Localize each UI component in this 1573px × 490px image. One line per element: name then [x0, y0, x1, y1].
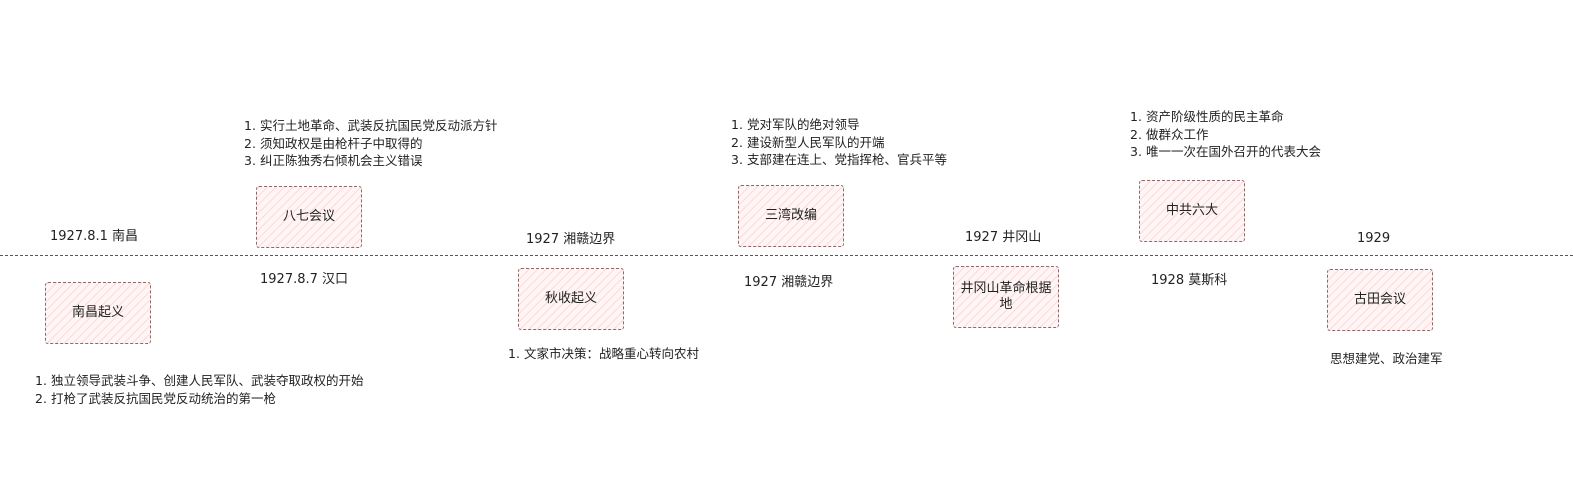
- event-notes-nanchang: 1.独立领导武装斗争、创建人民军队、武装夺取政权的开始 2.打枪了武装反抗国民党…: [35, 372, 364, 407]
- event-notes-qiushou: 1.文家市决策：战略重心转向农村: [508, 345, 699, 363]
- event-date-qiushou: 1927 湘赣边界: [526, 232, 616, 247]
- event-box-gutian[interactable]: 古田会议: [1327, 269, 1433, 331]
- event-title-liuda: 中共六大: [1165, 203, 1218, 218]
- event-notes-sanwan: 1.党对军队的绝对领导 2.建设新型人民军队的开端 3.支部建在连上、党指挥枪、…: [731, 116, 947, 169]
- event-date-baqi: 1927.8.7 汉口: [260, 272, 349, 287]
- event-date-jinggangshan: 1927 井冈山: [965, 230, 1042, 245]
- note-item: 2.做群众工作: [1130, 126, 1209, 142]
- note-item: 2.须知政权是由枪杆子中取得的: [244, 135, 423, 151]
- event-title-gutian: 古田会议: [1353, 292, 1406, 307]
- timeline-axis: [0, 255, 1573, 256]
- event-box-baqi[interactable]: 八七会议: [256, 186, 362, 248]
- event-note-gutian: 思想建党、政治建军: [1330, 351, 1443, 366]
- event-date-gutian: 1929: [1357, 231, 1391, 246]
- event-title-sanwan: 三湾改编: [764, 208, 817, 223]
- note-item: 3.唯一一次在国外召开的代表大会: [1130, 144, 1322, 159]
- event-date-sanwan: 1927 湘赣边界: [744, 275, 834, 290]
- event-title-jinggangshan: 井冈山革命根据地: [960, 281, 1052, 312]
- event-title-baqi: 八七会议: [282, 209, 335, 224]
- event-box-sanwan[interactable]: 三湾改编: [738, 185, 844, 247]
- note-item: 2.打枪了武装反抗国民党反动统治的第一枪: [35, 390, 277, 406]
- event-box-liuda[interactable]: 中共六大: [1139, 180, 1245, 242]
- event-date-liuda: 1928 莫斯科: [1151, 273, 1228, 288]
- note-item: 1.党对军队的绝对领导: [731, 117, 860, 132]
- event-notes-baqi: 1.实行土地革命、武装反抗国民党反动派方针 2.须知政权是由枪杆子中取得的 3.…: [244, 117, 498, 170]
- event-notes-liuda: 1.资产阶级性质的民主革命 2.做群众工作 3.唯一一次在国外召开的代表大会: [1130, 108, 1321, 161]
- event-box-jinggangshan[interactable]: 井冈山革命根据地: [953, 266, 1059, 328]
- event-box-qiushou[interactable]: 秋收起义: [518, 268, 624, 330]
- note-item: 3.纠正陈独秀右倾机会主义错误: [244, 153, 423, 168]
- note-item: 1.实行土地革命、武装反抗国民党反动派方针: [244, 118, 498, 133]
- note-item: 3.支部建在连上、党指挥枪、官兵平等: [731, 152, 948, 167]
- event-box-nanchang[interactable]: 南昌起义: [45, 282, 151, 344]
- event-date-nanchang: 1927.8.1 南昌: [50, 229, 139, 244]
- note-item: 1.独立领导武装斗争、创建人民军队、武装夺取政权的开始: [35, 373, 364, 388]
- note-item: 1.文家市决策：战略重心转向农村: [508, 346, 700, 361]
- event-title-qiushou: 秋收起义: [544, 291, 597, 306]
- note-item: 1.资产阶级性质的民主革命: [1130, 109, 1284, 124]
- event-title-nanchang: 南昌起义: [71, 305, 124, 320]
- note-item: 2.建设新型人民军队的开端: [731, 134, 885, 150]
